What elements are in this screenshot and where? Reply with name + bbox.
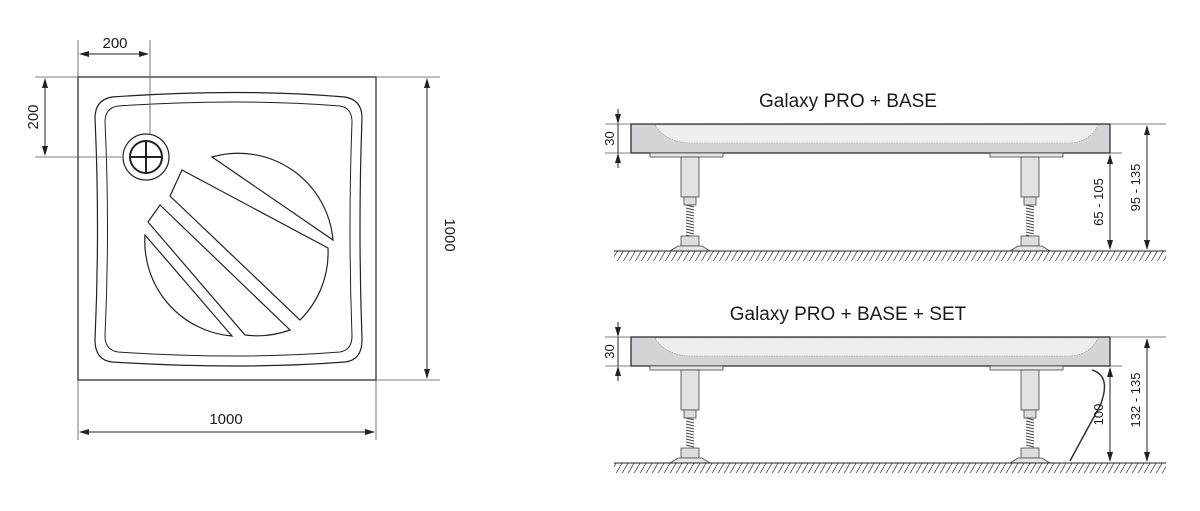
side-view-title: Galaxy PRO + BASE + SET	[730, 304, 967, 325]
anti-slip-pattern	[144, 152, 334, 337]
tray-basin-profile	[654, 124, 1099, 144]
adjustable-leg	[649, 365, 724, 464]
tray-basin-profile	[654, 337, 1099, 357]
drain-icon	[122, 133, 170, 181]
side-view-1: Galaxy PRO + BASE 30 65 - 105 95 - 135	[602, 91, 1166, 261]
tray-rim	[94, 91, 363, 367]
dim-leg-range: 65 - 105	[1091, 178, 1106, 226]
dim-tray-height: 30	[602, 131, 617, 145]
dim-depth-label: 1000	[441, 218, 458, 251]
dim-total-range: 132 - 135	[1128, 373, 1143, 428]
dim-drain-y-label: 200	[25, 104, 42, 129]
dim-leg-range: 100	[1091, 404, 1106, 426]
floor	[614, 251, 1166, 261]
adjustable-leg	[649, 152, 724, 252]
tray-basin	[104, 101, 353, 357]
plan-view: 200 200 1000 1000	[25, 35, 458, 440]
dim-width-label: 1000	[209, 411, 242, 428]
side-view-title: Galaxy PRO + BASE	[759, 91, 937, 112]
dim-drain-x-label: 200	[102, 35, 127, 52]
dim-tray-height: 30	[602, 344, 617, 358]
front-panel	[1069, 369, 1106, 462]
side-view-2: Galaxy PRO + BASE + SET 30 100 132 - 135	[602, 304, 1166, 473]
floor	[614, 463, 1166, 473]
dim-total-range: 95 - 135	[1128, 164, 1143, 212]
adjustable-leg	[989, 152, 1064, 252]
adjustable-leg	[989, 365, 1064, 464]
